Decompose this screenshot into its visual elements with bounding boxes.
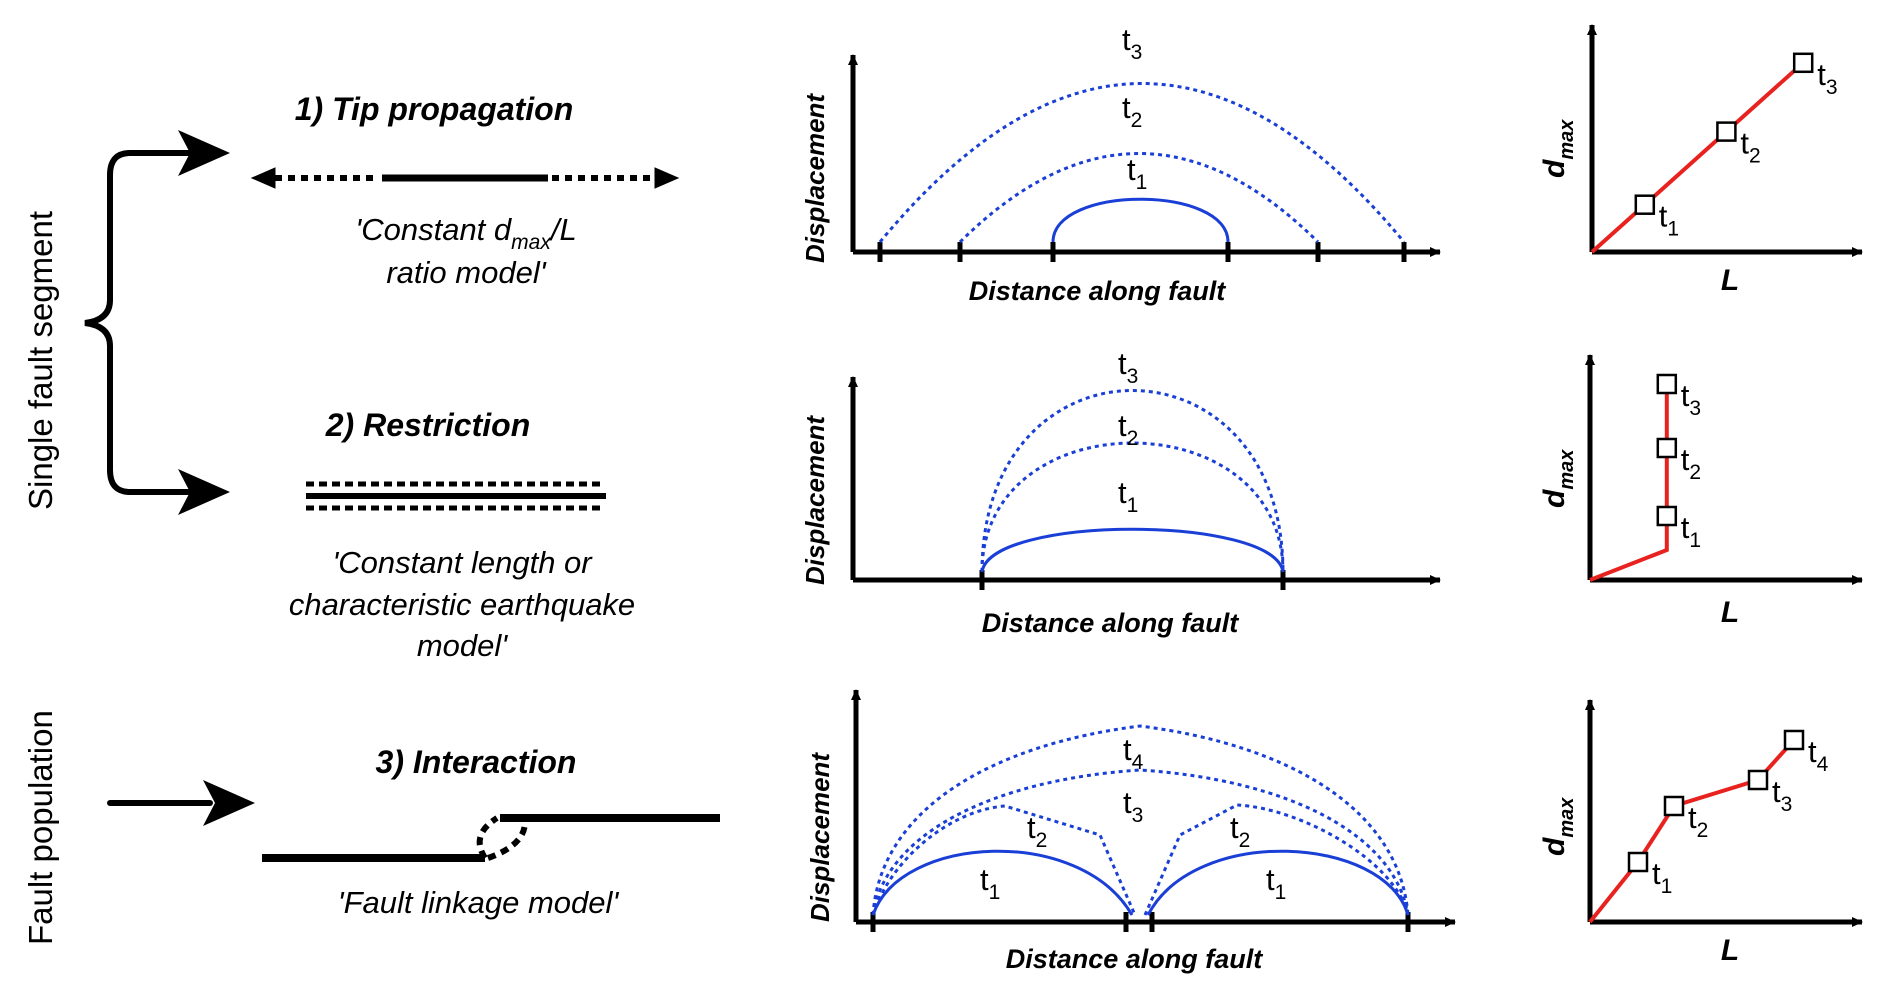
scaling3-label-t1: t1 — [1652, 856, 1672, 898]
arrowheads — [178, 130, 255, 826]
scaling1-label-t2: t2 — [1740, 126, 1760, 168]
profile1-t1 — [1051, 197, 1230, 243]
fault-population-label: Fault population — [22, 710, 59, 945]
profile2-t2 — [980, 441, 1285, 573]
profile3-xlabel: Distance along fault — [1006, 944, 1264, 974]
profile2-t2-label: t2 — [1118, 408, 1138, 450]
profile3-t3-label: t3 — [1123, 785, 1143, 827]
profile1-t2-label: t2 — [1122, 90, 1142, 132]
scaling2-xlabel: L — [1721, 596, 1739, 629]
profile1-t3-label: t3 — [1122, 22, 1142, 64]
scaling-chart-1: dmax L t1 t2 t3 — [1538, 24, 1863, 297]
profile-chart-1: t3 t2 t1 Displacement Distance along fau… — [800, 22, 1441, 306]
interaction-title: 3) Interaction — [376, 744, 577, 780]
profile2-t1 — [980, 527, 1285, 573]
tip-propagation-caption-line2: ratio model' — [386, 255, 546, 290]
scaling1-point-t2 — [1716, 121, 1737, 142]
restriction-fault-diagram — [306, 481, 606, 511]
profile2-ylabel: Displacement — [800, 415, 830, 585]
scaling1-label-t3: t3 — [1817, 57, 1837, 99]
scaling3-point-t3 — [1747, 769, 1769, 791]
profile3-t1-right-label: t1 — [1266, 862, 1286, 904]
profile3-t4 — [871, 724, 1410, 916]
scaling-chart-2: dmax L t1 t2 t3 — [1538, 354, 1863, 629]
brace-arrows — [84, 150, 213, 806]
restriction-caption-line3: model' — [417, 628, 508, 663]
profile-chart-2: t3 t2 t1 Displacement Distance along fau… — [800, 346, 1441, 638]
profile3-t4-label: t4 — [1123, 732, 1144, 774]
interaction-caption: 'Fault linkage model' — [338, 885, 620, 920]
profile1-ylabel: Displacement — [800, 93, 830, 263]
scaling3-point-t4 — [1783, 729, 1805, 751]
scaling3-label-t4: t4 — [1808, 734, 1829, 776]
scaling3-point-t2 — [1663, 795, 1685, 817]
profile2-t3 — [980, 389, 1285, 573]
restriction-title: 2) Restriction — [325, 407, 530, 443]
scaling-chart-3: dmax L t1 t2 t3 t4 — [1538, 699, 1863, 967]
tip-propagation-fault-diagram — [250, 167, 680, 189]
scaling2-point-t1 — [1656, 505, 1678, 527]
restriction-caption-line2: characteristic earthquake — [289, 587, 635, 622]
profile2-xlabel: Distance along fault — [982, 608, 1240, 638]
scaling1-ylabel: dmax — [1538, 119, 1578, 178]
scaling3-label-t3: t3 — [1772, 774, 1792, 816]
scaling3-point-t1 — [1627, 851, 1649, 873]
interaction-fault-diagram — [262, 814, 720, 862]
scaling2-line — [1589, 384, 1669, 582]
profile2-t1-label: t1 — [1118, 475, 1138, 517]
profile-chart-3: t4 t3 t2 t2 t1 t1 Displacement Distance … — [805, 689, 1456, 974]
tip-propagation-title: 1) Tip propagation — [295, 91, 574, 127]
scaling2-label-t2: t2 — [1681, 442, 1701, 484]
profile1-t2 — [958, 152, 1320, 244]
profile3-t3 — [871, 768, 1410, 916]
profile1-t3 — [878, 82, 1406, 243]
scaling3-label-t2: t2 — [1688, 800, 1708, 842]
profile3-ylabel: Displacement — [805, 752, 835, 922]
scaling2-label-t3: t3 — [1681, 378, 1701, 420]
profile3-t2-left-label: t2 — [1027, 810, 1047, 852]
scaling2-label-t1: t1 — [1681, 510, 1701, 552]
scaling3-ylabel: dmax — [1538, 797, 1578, 856]
profile1-t1-label: t1 — [1127, 152, 1147, 194]
profile2-t3-label: t3 — [1118, 346, 1138, 388]
profile3-t2-right — [1143, 803, 1410, 916]
tip-propagation-caption: 'Constant dmax/L — [355, 212, 576, 254]
profile3-t2-right-label: t2 — [1230, 810, 1250, 852]
scaling1-xlabel: L — [1721, 264, 1739, 297]
single-fault-segment-label: Single fault segment — [22, 211, 59, 510]
restriction-caption-line1: 'Constant length or — [332, 545, 593, 580]
profile1-xlabel: Distance along fault — [969, 276, 1227, 306]
profile3-t1-left — [871, 849, 1134, 916]
scaling1-line — [1590, 61, 1805, 254]
profile3-t1-left-label: t1 — [980, 862, 1000, 904]
scaling1-point-t1 — [1634, 194, 1656, 215]
profile3-t2-left — [871, 804, 1137, 916]
scaling2-ylabel: dmax — [1538, 449, 1578, 508]
profile3-t1-right — [1146, 849, 1410, 916]
scaling2-point-t2 — [1656, 437, 1678, 459]
scaling3-xlabel: L — [1721, 934, 1739, 967]
scaling2-point-t3 — [1656, 373, 1678, 395]
scaling1-point-t3 — [1792, 52, 1814, 74]
scaling1-label-t1: t1 — [1659, 199, 1679, 241]
